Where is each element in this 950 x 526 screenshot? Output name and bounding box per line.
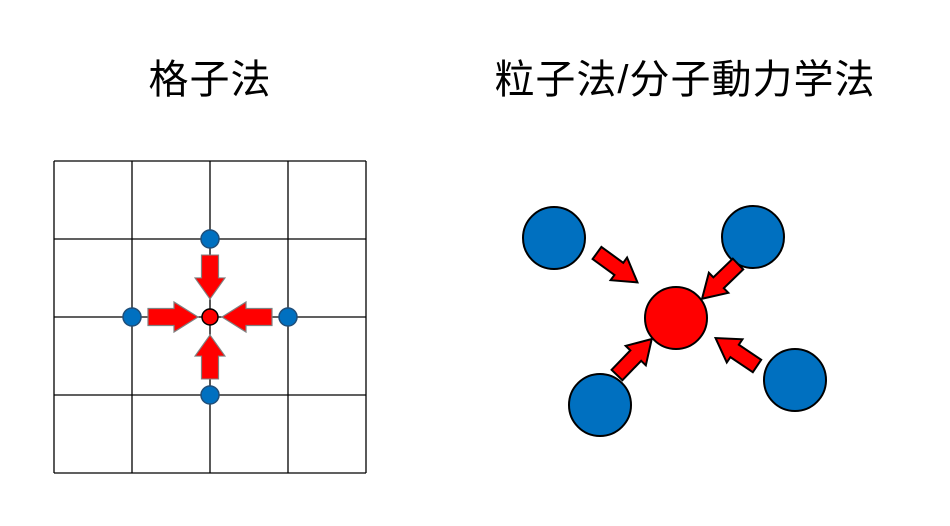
particle-top-left xyxy=(522,206,586,270)
grid-neighbor-nodes xyxy=(122,229,298,405)
arrow-from-right-icon xyxy=(220,300,273,334)
particle-bottom-left xyxy=(568,373,632,437)
neighbor-node-right xyxy=(278,307,298,327)
neighbor-node-bottom xyxy=(200,385,220,405)
arrow-from-top-icon xyxy=(193,254,227,300)
center-particle xyxy=(644,286,708,350)
grid-center-node xyxy=(201,308,219,326)
arrow-from-bottom-left-icon xyxy=(610,337,654,382)
surrounding-particles xyxy=(522,205,827,437)
particle-force-arrows xyxy=(591,245,763,382)
grid-method-title: 格子法 xyxy=(148,58,272,102)
arrow-from-bottom-right-icon xyxy=(713,336,763,374)
arrow-from-top-right-icon xyxy=(700,257,745,301)
arrow-from-bottom-icon xyxy=(193,334,227,380)
particle-bottom-right xyxy=(763,348,827,412)
neighbor-node-left xyxy=(122,307,142,327)
neighbor-node-top xyxy=(200,229,220,249)
particle-method-title: 粒子法/分子動力学法 xyxy=(494,58,876,102)
arrow-from-left-icon xyxy=(147,300,200,334)
arrow-from-top-left-icon xyxy=(591,245,640,284)
grid-force-arrows xyxy=(147,254,273,380)
particle-top-right xyxy=(721,205,785,269)
